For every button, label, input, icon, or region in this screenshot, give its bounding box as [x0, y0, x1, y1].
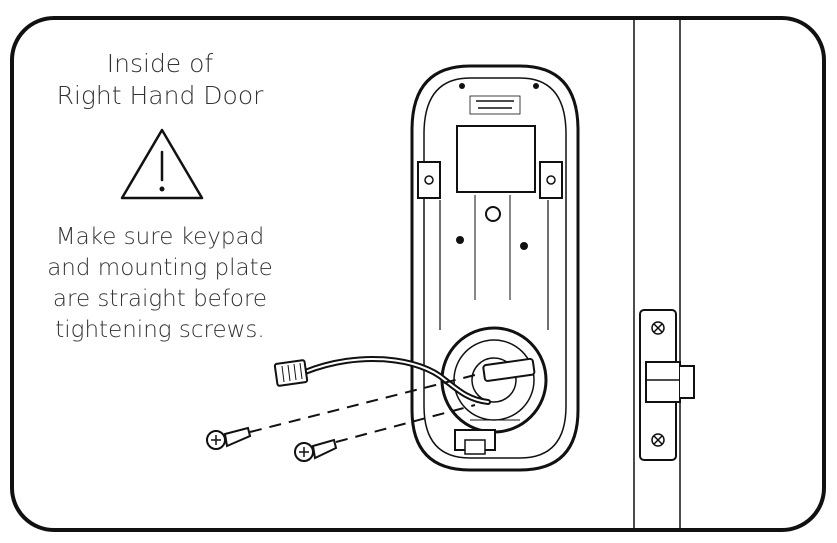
- latch-faceplate: [639, 309, 695, 461]
- note-line-1: Make sure keypad: [55, 224, 265, 250]
- note-line-2: and mounting plate: [47, 255, 273, 281]
- screw-1: [206, 426, 252, 450]
- note-line-3: are straight before: [52, 286, 268, 312]
- title-line-2: Right Hand Door: [56, 81, 264, 110]
- door-jamb: [633, 20, 681, 528]
- note-line-4: tightening screws.: [55, 317, 265, 343]
- screw-2: [294, 438, 338, 462]
- diagram-title: Inside of Right Hand Door: [30, 48, 290, 112]
- cable-connector: [273, 359, 309, 387]
- instruction-note: Make sure keypad and mounting plate are …: [22, 222, 298, 346]
- cable: [302, 356, 491, 405]
- warning-triangle-icon: [120, 128, 204, 200]
- screw-path-lines: [249, 374, 476, 443]
- title-line-1: Inside of: [106, 49, 214, 78]
- diagram-frame: [10, 16, 826, 532]
